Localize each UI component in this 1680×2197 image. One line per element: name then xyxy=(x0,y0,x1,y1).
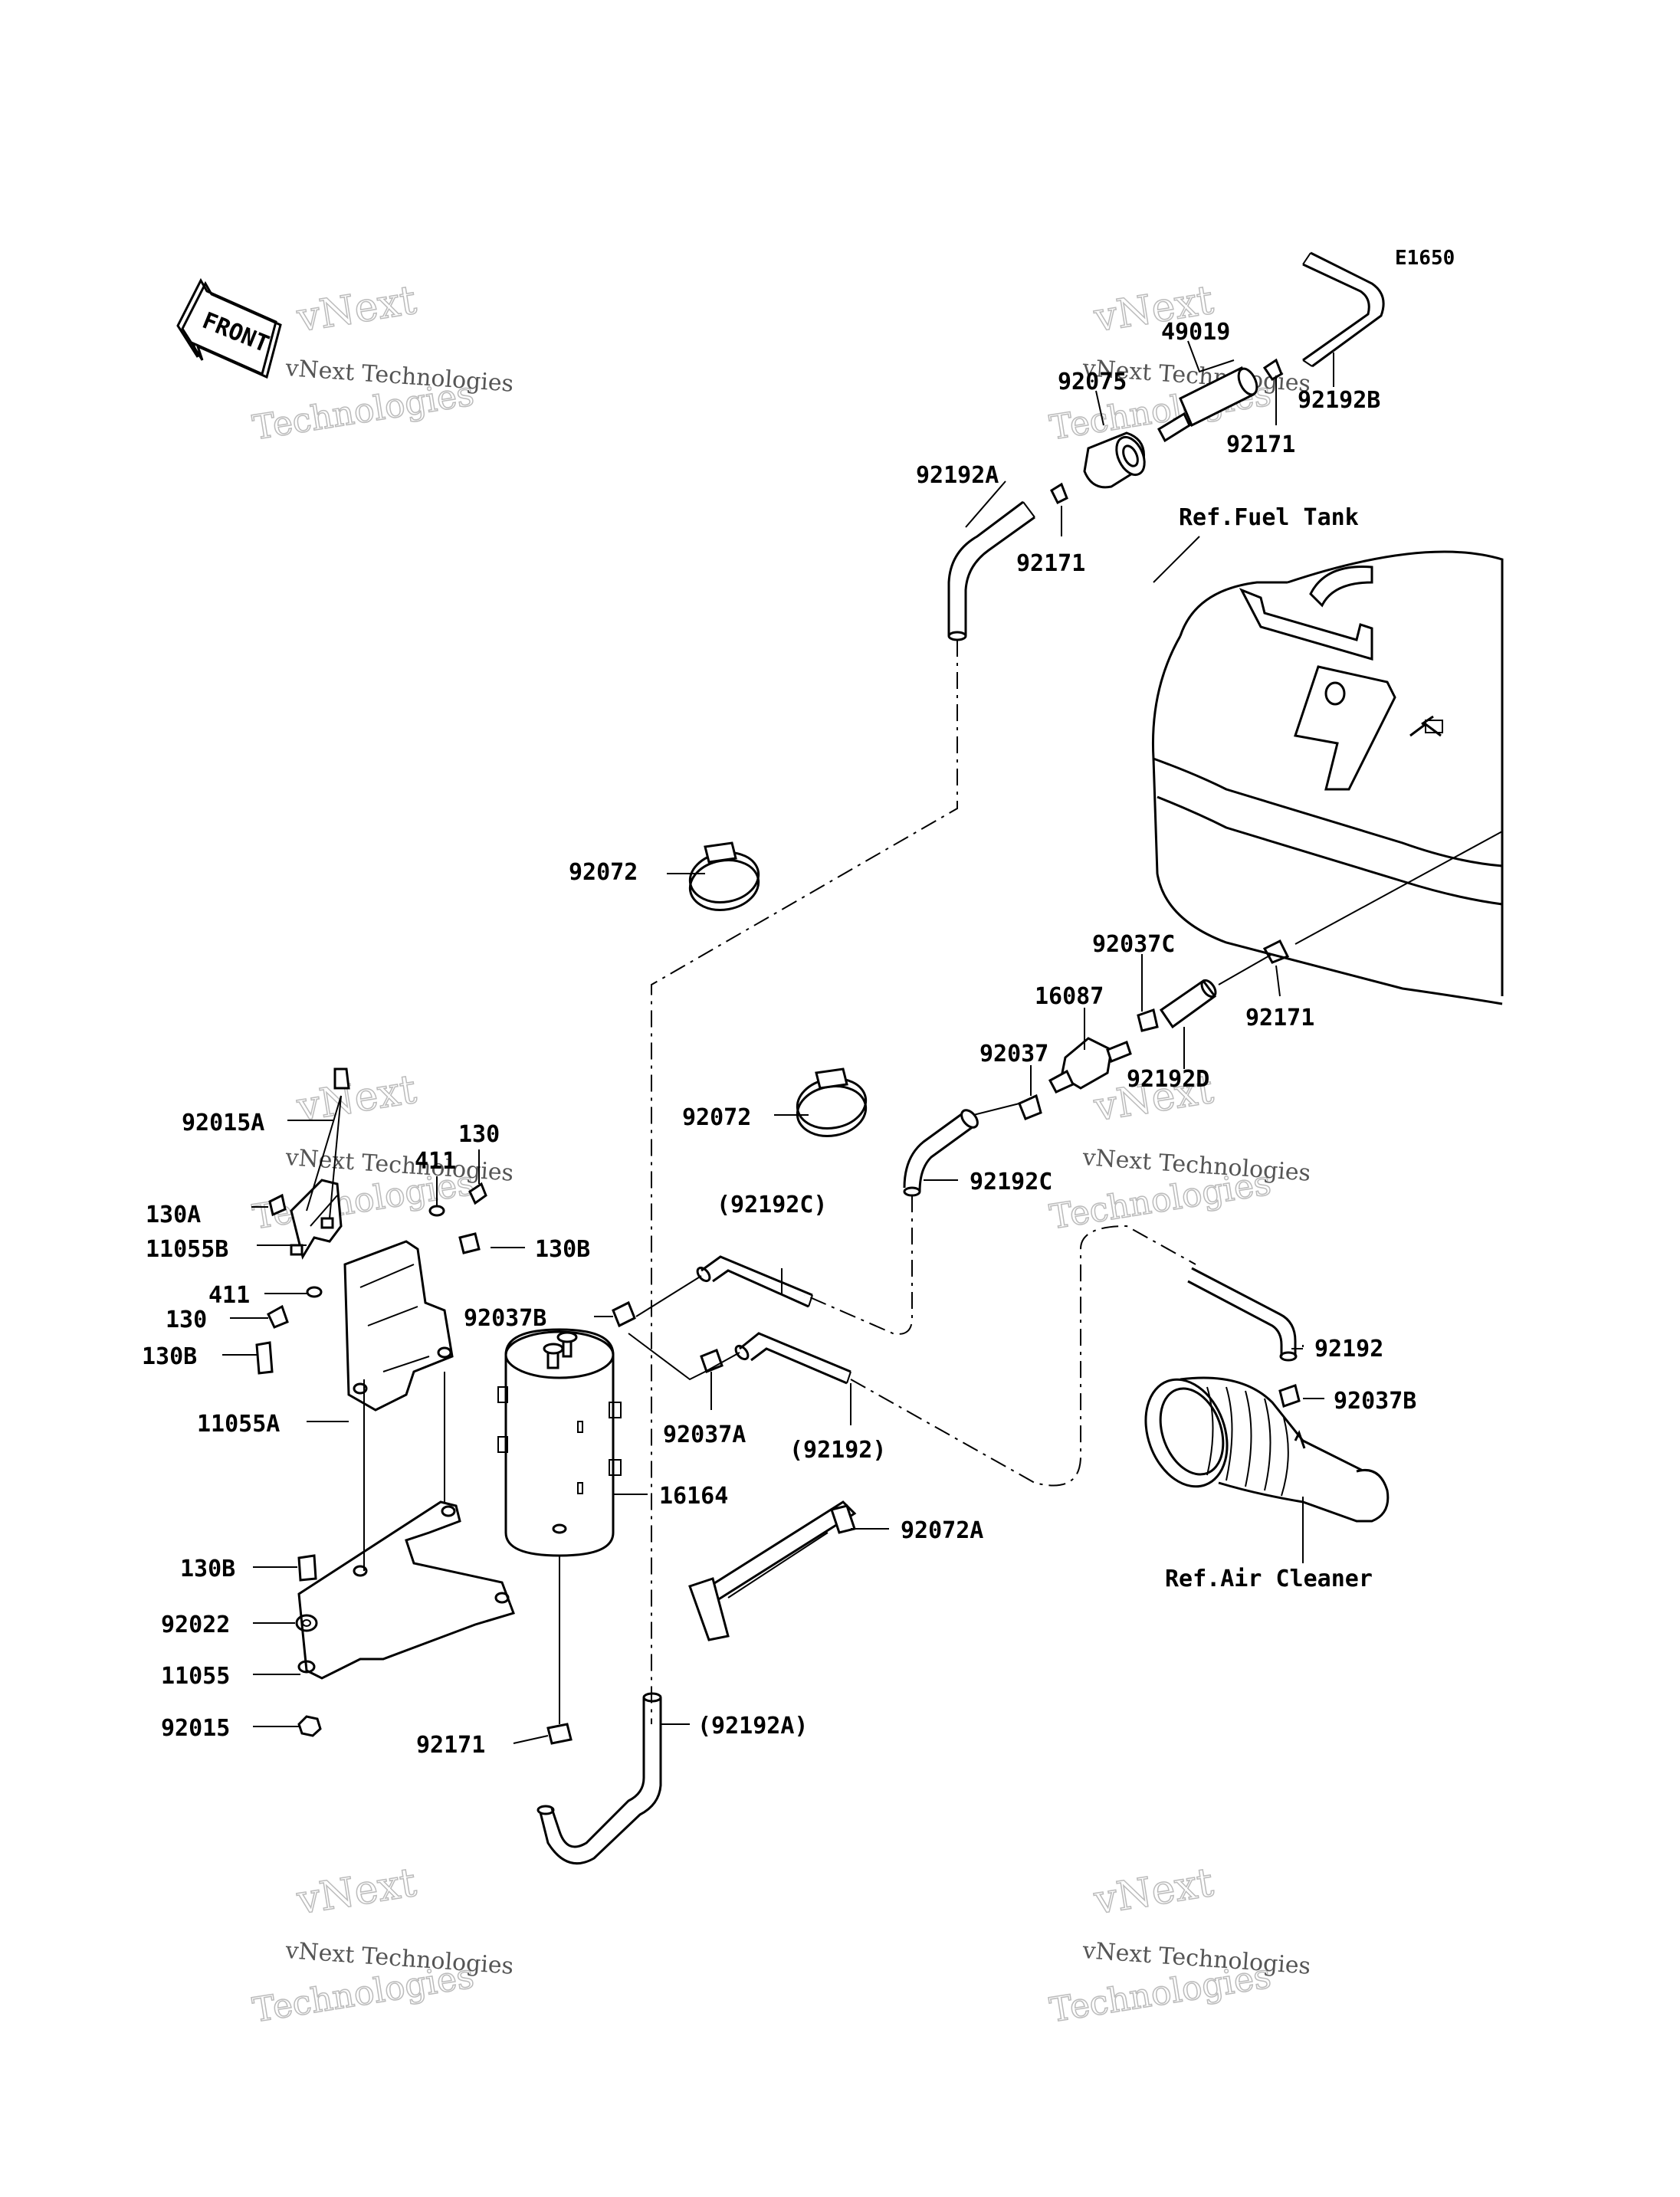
clip-92171 xyxy=(1262,358,1283,382)
callout-92171: 92171 xyxy=(1016,550,1085,577)
bolt-130b xyxy=(297,1554,317,1582)
fuel-filter-49019 xyxy=(1157,366,1258,443)
bracket-11055b xyxy=(290,1179,343,1260)
callout-130b: 130B xyxy=(535,1236,590,1263)
callout-92192c-paren: (92192C) xyxy=(717,1192,828,1218)
clip-92037b xyxy=(612,1300,636,1328)
bolt-130b xyxy=(458,1232,481,1254)
callout-11055: 11055 xyxy=(161,1663,230,1690)
hose-92192 xyxy=(1187,1267,1298,1362)
clip-92037b xyxy=(1278,1384,1301,1408)
hose-92192d xyxy=(1159,979,1217,1029)
clamp-92072 xyxy=(796,1067,868,1137)
valve-92075 xyxy=(1083,431,1146,489)
clip-92171 xyxy=(1050,482,1068,505)
callout-130: 130 xyxy=(458,1121,500,1148)
clamp-92072 xyxy=(688,841,760,911)
leader-lines xyxy=(222,340,1334,1744)
callout-92192d: 92192D xyxy=(1127,1066,1209,1093)
hose-92192-lower xyxy=(734,1332,851,1385)
diagram-code: E1650 xyxy=(1395,247,1455,270)
callout-92072a: 92072A xyxy=(901,1517,983,1544)
clip-92171 xyxy=(1262,939,1290,964)
callout-16164: 16164 xyxy=(659,1483,728,1510)
air-cleaner-boot xyxy=(1144,1376,1390,1523)
svg-text:vNext: vNext xyxy=(1091,1860,1216,1924)
callout-92037b: 92037B xyxy=(1334,1388,1416,1415)
hose-92192a-lower xyxy=(536,1692,662,1865)
callout-92192a-paren: (92192A) xyxy=(697,1713,809,1740)
clip-92037a xyxy=(700,1349,724,1373)
callout-92171: 92171 xyxy=(1226,431,1295,458)
callout-130: 130 xyxy=(166,1307,207,1333)
hose-fitting xyxy=(1421,715,1434,726)
hose-line xyxy=(635,1275,702,1317)
callout-92037: 92037 xyxy=(979,1041,1048,1067)
bolt-130b xyxy=(255,1341,274,1375)
callout-16087: 16087 xyxy=(1035,983,1104,1010)
bolt-130a xyxy=(268,1193,287,1217)
callout-130b: 130B xyxy=(180,1556,235,1582)
callout-92192c: 92192C xyxy=(970,1169,1052,1195)
callout-130b: 130B xyxy=(142,1343,197,1370)
callout-92022: 92022 xyxy=(161,1612,230,1638)
callout-92192a: 92192A xyxy=(916,462,999,489)
callout-92171: 92171 xyxy=(416,1732,485,1759)
callout-49019: 49019 xyxy=(1161,319,1230,346)
ref-air-cleaner: Ref.Air Cleaner xyxy=(1165,1566,1373,1592)
callout-92015: 92015 xyxy=(161,1715,230,1742)
check-valve-16087 xyxy=(1048,1037,1132,1094)
hose-line xyxy=(973,1103,1020,1116)
bolt-92015a xyxy=(333,1067,350,1090)
svg-text:vNext: vNext xyxy=(294,277,419,342)
callout-92037a: 92037A xyxy=(663,1421,746,1448)
front-arrow-icon: FRONT xyxy=(176,277,282,379)
nut-92015 xyxy=(297,1715,322,1737)
callout-92015a: 92015A xyxy=(182,1110,264,1136)
callout-411: 411 xyxy=(415,1148,456,1175)
callout-92192b: 92192B xyxy=(1298,387,1380,414)
callout-92192: 92192 xyxy=(1314,1336,1383,1362)
ref-fuel-tank: Ref.Fuel Tank xyxy=(1179,504,1359,531)
callout-92171: 92171 xyxy=(1245,1005,1314,1031)
clip-92171 xyxy=(546,1723,573,1745)
routing-line xyxy=(804,1195,913,1335)
callout-92072: 92072 xyxy=(682,1104,751,1131)
hose-line xyxy=(628,1333,740,1381)
callout-130a: 130A xyxy=(146,1202,201,1228)
washer-92022 xyxy=(295,1614,318,1632)
svg-text:vNext: vNext xyxy=(294,1860,419,1924)
bracket-11055a xyxy=(343,1240,454,1412)
canister-16164 xyxy=(497,1328,622,1557)
hose-92192c-lower xyxy=(696,1255,813,1308)
clip-92037c xyxy=(1137,1008,1159,1032)
hose-92192b xyxy=(1302,251,1385,368)
fuel-tank xyxy=(1151,550,1504,1005)
bolt-130 xyxy=(468,1182,487,1205)
bolt-130 xyxy=(267,1304,289,1329)
hose-line xyxy=(1294,831,1503,945)
callout-92075: 92075 xyxy=(1058,369,1127,395)
washer-411 xyxy=(306,1286,323,1298)
callout-92037b: 92037B xyxy=(464,1305,546,1332)
strap-92072a xyxy=(688,1500,857,1641)
callout-11055a: 11055A xyxy=(197,1411,280,1438)
routing-line xyxy=(651,640,958,1724)
bracket-11055 xyxy=(297,1500,515,1680)
callout-92072: 92072 xyxy=(569,859,638,886)
clip-92037 xyxy=(1018,1094,1042,1120)
callout-92037c: 92037C xyxy=(1092,931,1175,958)
routing-line xyxy=(850,1225,1196,1487)
callout-92192-paren: (92192) xyxy=(789,1437,886,1464)
callout-411: 411 xyxy=(208,1282,250,1309)
callout-11055b: 11055B xyxy=(146,1236,228,1263)
hose-line xyxy=(1218,953,1273,985)
